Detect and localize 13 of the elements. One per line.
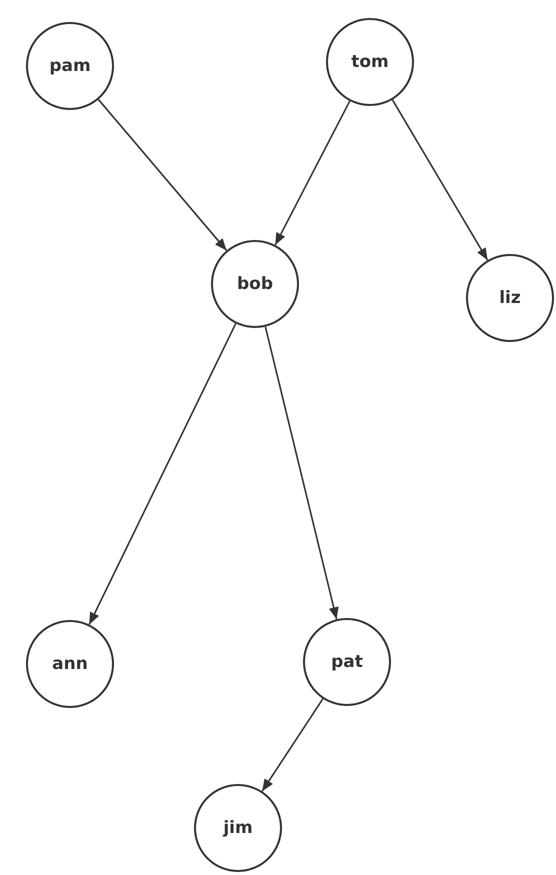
person-name: liz: [499, 288, 521, 308]
person-name: ann: [52, 654, 88, 674]
arrow: [264, 326, 339, 620]
person-name: bob: [236, 274, 274, 294]
person-name: jim: [223, 818, 253, 838]
person-name: pam: [49, 56, 91, 76]
person-name: tom: [351, 52, 389, 72]
arrow: [261, 698, 324, 792]
arrow: [88, 323, 236, 625]
person-name: pat: [331, 652, 363, 672]
arrow: [392, 99, 488, 261]
arrow: [274, 100, 350, 246]
arrow: [98, 99, 228, 251]
